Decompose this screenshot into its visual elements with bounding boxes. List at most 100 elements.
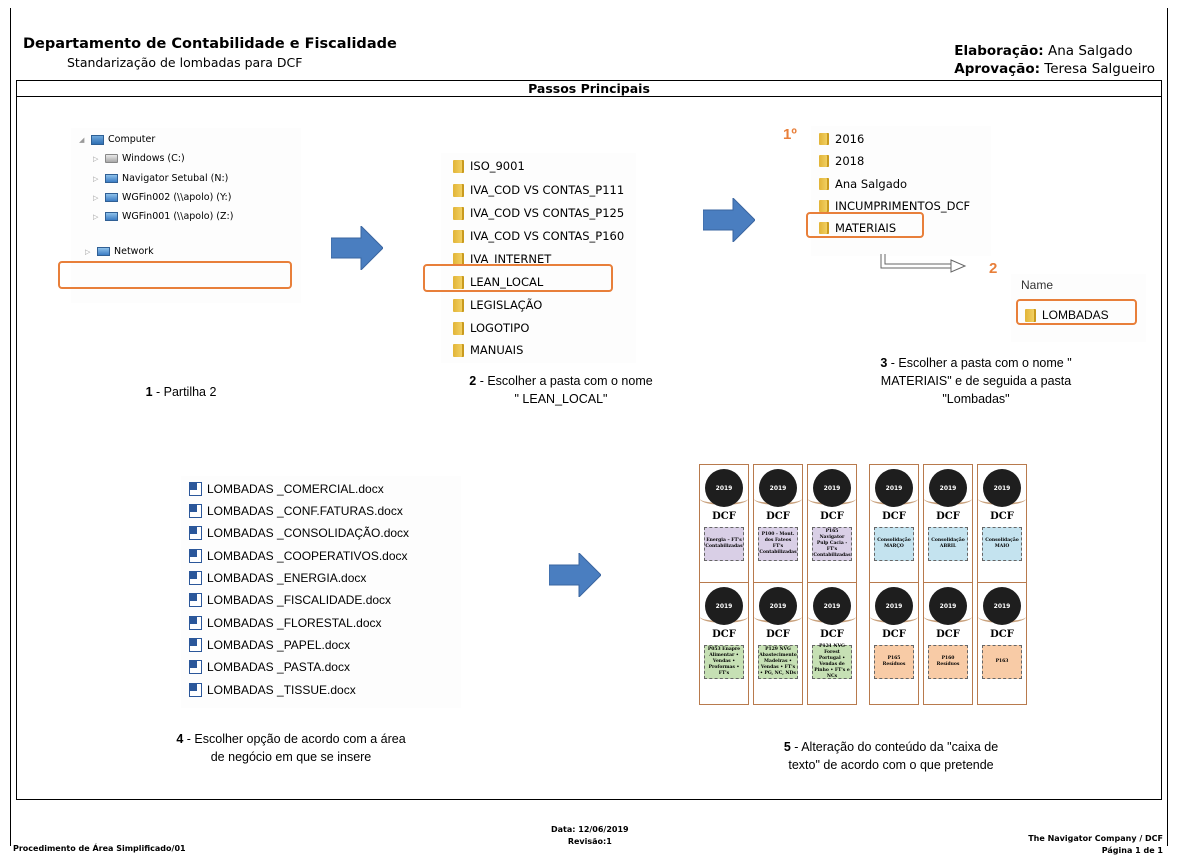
computer-icon <box>91 134 104 145</box>
folder-2016[interactable]: 2016 <box>819 132 864 146</box>
drive-icon <box>105 154 118 163</box>
tree-item-network[interactable]: ▷Network <box>85 246 154 257</box>
file-conf-faturas[interactable]: LOMBADAS _CONF.FATURAS.docx <box>189 504 403 518</box>
spine-text-box[interactable]: Consolidação MAIO <box>982 527 1022 561</box>
spine-dcf-title: DCF <box>766 629 790 640</box>
folder-lean-local[interactable]: LEAN_LOCAL <box>453 275 543 289</box>
year-badge: 2019 <box>759 469 797 507</box>
folder-icon <box>453 343 464 357</box>
tree-item-computer[interactable]: ◢Computer <box>79 134 156 145</box>
folder-icon <box>453 183 464 197</box>
folder-manuais[interactable]: MANUAIS <box>453 343 523 357</box>
folder-icon <box>453 321 464 335</box>
word-doc-icon <box>189 593 202 607</box>
spine-text-box[interactable]: P165 Navigator Pulp Cacia - FT's Contabi… <box>812 527 852 561</box>
steps-box: Passos Principais <box>16 80 1162 800</box>
highlight-lombadas <box>1016 299 1137 325</box>
year-badge: 2019 <box>875 587 913 625</box>
spine-text-box[interactable]: P053 Enapre Alimentar • Vendas • Proform… <box>704 645 744 679</box>
folder-ana-salgado[interactable]: Ana Salgado <box>819 177 907 191</box>
file-comercial[interactable]: LOMBADAS _COMERCIAL.docx <box>189 482 384 496</box>
folder-icon <box>819 178 829 190</box>
file-papel[interactable]: LOMBADAS _PAPEL.docx <box>189 638 350 652</box>
arrow-right-icon <box>702 196 756 244</box>
spine-text-box[interactable]: P121 NVG Forest Portugal • Vendas de Pin… <box>812 644 852 679</box>
year-badge: 2019 <box>983 587 1021 625</box>
year-badge: 2019 <box>929 587 967 625</box>
folder-iva-p111[interactable]: IVA_COD VS CONTAS_P111 <box>453 183 624 197</box>
tree-item-wgfin001[interactable]: ▷WGFin001 (\\apolo) (Z:) <box>93 211 234 222</box>
file-consolidacao[interactable]: LOMBADAS _CONSOLIDAÇÃO.docx <box>189 526 409 540</box>
folder-logotipo[interactable]: LOGOTIPO <box>453 321 529 335</box>
folder-iva-p160[interactable]: IVA_COD VS CONTAS_P160 <box>453 229 624 243</box>
caption-step-1: 1 - Partilha 2 <box>145 385 217 399</box>
tree-item-windows[interactable]: ▷Windows (C:) <box>93 153 185 164</box>
folder-icon <box>453 275 464 289</box>
spine-text-box[interactable]: P100 - Mont. dos Fateos FT's Contabiliza… <box>758 527 798 561</box>
highlight-wgfin001 <box>58 261 292 289</box>
spine-text-box[interactable]: Consolidação MARÇO <box>874 527 914 561</box>
file-list-panel: LOMBADAS _COMERCIAL.docx LOMBADAS _CONF.… <box>181 476 461 708</box>
spine-text-box[interactable]: P129 NVG Abastecimento Madeiras • Vendas… <box>758 645 798 679</box>
spine-dcf-title: DCF <box>990 629 1014 640</box>
header-right: Elaboração: Ana Salgado Aprovação: Teres… <box>954 42 1155 78</box>
spine-text-box[interactable]: Energia – FT's Contabilizadas <box>704 527 744 561</box>
network-drive-icon <box>105 174 118 183</box>
year-badge: 2019 <box>705 469 743 507</box>
highlight-lean-local <box>423 264 613 292</box>
folder-icon <box>819 133 829 145</box>
word-doc-icon <box>189 571 202 585</box>
arrow-right-icon <box>548 551 602 599</box>
word-doc-icon <box>189 683 202 697</box>
folder-legislacao[interactable]: LEGISLAÇÃO <box>453 298 542 312</box>
folder-iva-internet[interactable]: IVA_INTERNET <box>453 252 551 266</box>
collapse-icon: ▷ <box>85 247 91 256</box>
word-doc-icon <box>189 616 202 630</box>
file-energia[interactable]: LOMBADAS _ENERGIA.docx <box>189 571 366 585</box>
folder-iso-9001[interactable]: ISO_9001 <box>453 159 525 173</box>
spine-dcf-title: DCF <box>936 511 960 522</box>
name-column-header: Name <box>1021 278 1054 292</box>
department-title: Departamento de Contabilidade e Fiscalid… <box>23 36 397 52</box>
folder-lombadas[interactable]: LOMBADAS <box>1025 308 1109 322</box>
word-doc-icon <box>189 660 202 674</box>
tree-item-navigator-setubal[interactable]: ▷Navigator Setubal (N:) <box>93 173 229 184</box>
collapse-icon: ▷ <box>93 193 99 202</box>
spine-text-box[interactable]: P160 Resíduos <box>928 645 968 679</box>
folder-2018[interactable]: 2018 <box>819 154 864 168</box>
footer-procedure: Procedimento de Área Simplificado/01 <box>13 844 186 853</box>
collapse-icon: ▷ <box>93 212 99 221</box>
folder-incumprimentos-dcf[interactable]: INCUMPRIMENTOS_DCF <box>819 199 970 213</box>
spine-dcf-title: DCF <box>990 511 1014 522</box>
network-drive-icon <box>105 212 118 221</box>
tree-item-wgfin002[interactable]: ▷WGFin002 (\\apolo) (Y:) <box>93 192 232 203</box>
spine-text-box[interactable]: P163 <box>982 645 1022 679</box>
folder-materiais[interactable]: MATERIAIS <box>819 221 896 235</box>
spine-text-box[interactable]: Consolidação ABRIL <box>928 527 968 561</box>
approval-line: Aprovação: Teresa Salgueiro <box>954 61 1155 77</box>
spine-text-box[interactable]: P165 Resíduos <box>874 645 914 679</box>
file-cooperativos[interactable]: LOMBADAS _COOPERATIVOS.docx <box>189 549 408 563</box>
spine-dcf-title: DCF <box>820 629 844 640</box>
second-marker: 2 <box>989 260 998 277</box>
folder-iva-p125[interactable]: IVA_COD VS CONTAS_P125 <box>453 206 624 220</box>
spine-dcf-title: DCF <box>712 629 736 640</box>
file-florestal[interactable]: LOMBADAS _FLORESTAL.docx <box>189 616 382 630</box>
file-pasta[interactable]: LOMBADAS _PASTA.docx <box>189 660 350 674</box>
collapse-icon: ▷ <box>93 174 99 183</box>
file-tissue[interactable]: LOMBADAS _TISSUE.docx <box>189 683 356 697</box>
file-fiscalidade[interactable]: LOMBADAS _FISCALIDADE.docx <box>189 593 391 607</box>
